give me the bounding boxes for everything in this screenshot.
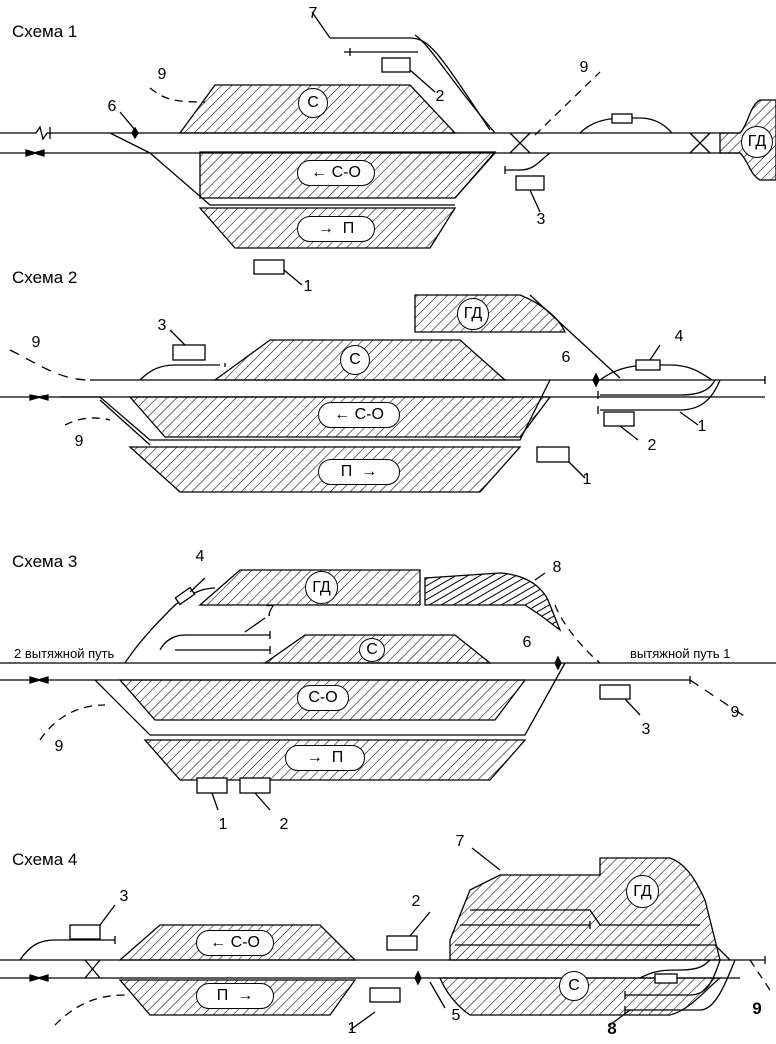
callout-2-s2: 2 xyxy=(647,437,657,454)
track-label-1: вытяжной путь 1 xyxy=(630,646,731,661)
zone-label-so-1-text: С-О xyxy=(331,164,361,181)
callout-7-s4: 8 xyxy=(607,1019,617,1038)
zone-label-p-3: → П xyxy=(285,745,365,771)
zone-label-p-4-text: П xyxy=(216,987,229,1004)
arrow-right-icon: → xyxy=(317,220,343,237)
scheme-2-title: Схема 2 xyxy=(12,268,78,287)
callout-1-s3: 1 xyxy=(218,816,228,833)
callout-1b-s2: 1 xyxy=(582,471,592,488)
scheme-1-drawing xyxy=(0,11,776,286)
zone-label-s-1: С xyxy=(298,88,328,118)
callout-1-s4: 1 xyxy=(347,1020,357,1037)
callout-6-s1: 6 xyxy=(107,98,117,115)
scheme-2-drawing xyxy=(0,294,766,493)
callout-2-s3: 2 xyxy=(279,816,289,833)
callout-1a-s2: 1 xyxy=(697,418,707,435)
callout-5-s4: 5 xyxy=(451,1007,461,1024)
callout-1-s1: 1 xyxy=(303,278,313,295)
zone-label-p-1-text: П xyxy=(342,220,355,237)
arrow-right-icon: → xyxy=(228,987,254,1004)
arrow-left-icon: ← xyxy=(311,164,332,181)
callout-4-s3: 4 xyxy=(195,548,205,565)
zone-label-gd-3: ГД xyxy=(305,571,338,604)
zone-label-s-2: С xyxy=(340,345,370,375)
zone-label-so-3-text: С-О xyxy=(308,689,338,706)
callout-6-s2: 6 xyxy=(561,349,571,366)
arrow-left-icon: ← xyxy=(210,934,231,951)
scheme-1-title: Схема 1 xyxy=(12,22,78,41)
callout-2-s1: 2 xyxy=(435,88,445,105)
callout-3-s1: 3 xyxy=(536,211,546,228)
callout-3-s3: 3 xyxy=(641,721,651,738)
zone-8-3 xyxy=(424,572,562,632)
zone-label-s-3: С xyxy=(359,638,385,662)
arrow-left-icon: ← xyxy=(334,406,355,423)
callout-9a-s1: 9 xyxy=(157,66,167,83)
callout-9-s4: 9 xyxy=(752,999,762,1018)
zone-label-p-4: П → xyxy=(196,983,274,1009)
zone-label-p-1: → П xyxy=(297,216,375,242)
arrow-right-icon: → xyxy=(352,463,378,480)
zone-label-p-2: П → xyxy=(318,459,400,485)
callout-2-s4: 2 xyxy=(411,893,421,910)
callout-8-s4: 7 xyxy=(455,833,465,850)
zone-label-so-1: ← С-О xyxy=(297,160,375,186)
scheme-3-drawing xyxy=(0,569,776,811)
zone-label-gd-4: ГД xyxy=(626,875,659,908)
zone-label-so-2: ← С-О xyxy=(318,402,400,428)
zone-label-so-4: ← С-О xyxy=(196,930,274,956)
callout-3-s4: 3 xyxy=(119,888,129,905)
callout-9b-s1: 9 xyxy=(579,59,589,76)
callout-7-s1: 7 xyxy=(308,5,318,22)
callout-9a-s2: 9 xyxy=(31,334,41,351)
callout-9b-s2: 9 xyxy=(74,433,84,450)
zone-label-so-3: С-О xyxy=(297,685,349,711)
zone-label-so-2-text: С-О xyxy=(354,406,384,423)
callout-3-s2: 3 xyxy=(157,317,167,334)
track-1a xyxy=(0,125,600,141)
callout-9b-s3: 9 xyxy=(730,704,740,721)
zone-label-gd-2: ГД xyxy=(457,298,489,330)
zone-gd-2 xyxy=(414,294,566,333)
zone-label-p-2-text: П xyxy=(340,463,353,480)
scheme-3-title: Схема 3 xyxy=(12,552,78,571)
callout-6-s3: 6 xyxy=(522,634,532,651)
track-label-2: 2 вытяжной путь xyxy=(14,646,115,661)
callout-7-s3: 7 xyxy=(265,603,275,620)
callout-8-s3: 8 xyxy=(552,559,562,576)
callout-4-s2: 4 xyxy=(674,328,684,345)
zone-label-gd-1: ГД xyxy=(741,126,773,158)
zone-label-so-4-text: С-О xyxy=(230,934,260,951)
zone-label-p-3-text: П xyxy=(331,749,344,766)
arrow-right-icon: → xyxy=(306,749,332,766)
callout-9a-s3: 9 xyxy=(54,738,64,755)
zone-label-s-4: С xyxy=(559,971,589,1001)
scheme-4-title: Схема 4 xyxy=(12,850,78,869)
scheme-4-drawing xyxy=(0,847,771,1031)
